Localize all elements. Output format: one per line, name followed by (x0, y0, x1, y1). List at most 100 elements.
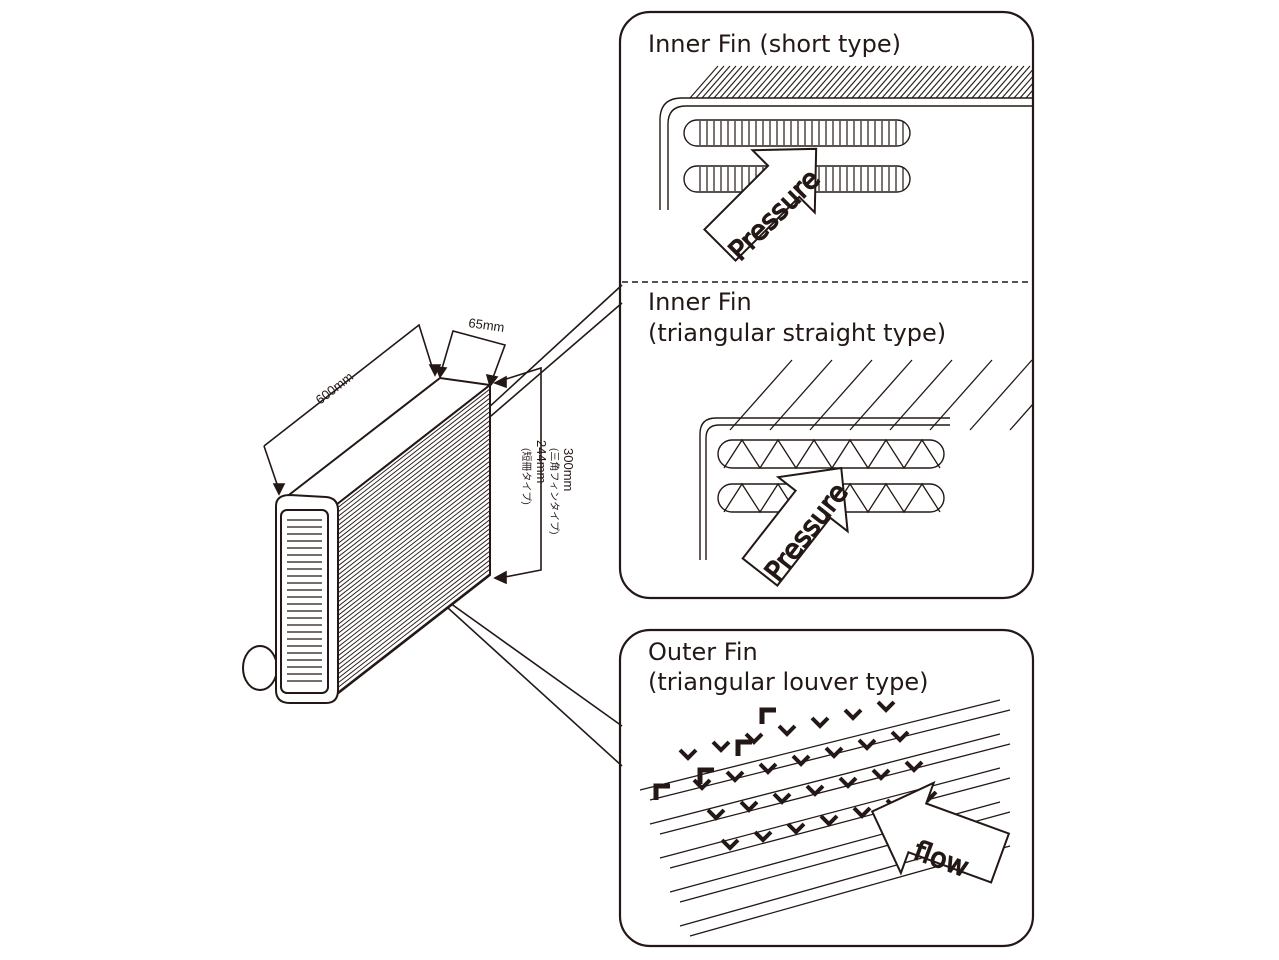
louver-chevron (777, 724, 797, 737)
airflow-arrow-icon (735, 739, 752, 756)
louver-chevron (871, 768, 891, 781)
diagonal-fin (729, 359, 793, 431)
diagonal-fin (929, 359, 993, 431)
core-fin-line (336, 415, 490, 537)
louver-chevron (838, 776, 858, 789)
hatch-line (899, 65, 929, 99)
hatch-line (1038, 66, 1066, 98)
hatch-line (821, 65, 851, 99)
core-fin-line (336, 550, 490, 672)
hatch-line (1013, 65, 1033, 99)
core-fin-line (336, 438, 490, 559)
core-fin-line (336, 465, 490, 586)
core-fin-line (336, 559, 490, 681)
hatch-line (791, 65, 821, 99)
hatch-line (977, 65, 1007, 99)
hatch-line (887, 65, 917, 99)
hatch-line (761, 65, 791, 99)
diagonal-fin (1009, 403, 1033, 431)
inner-short-illustration: Pressure (659, 65, 1066, 268)
dimension-600-line (263, 323, 434, 447)
arrowhead-icon (434, 366, 448, 379)
core-fin-line (336, 442, 490, 564)
louver-chevron (824, 746, 844, 759)
intercooler-core (242, 376, 493, 704)
hatch-line (935, 65, 965, 99)
louver-chevron (786, 822, 806, 835)
louver-chevron (758, 762, 778, 775)
dimension-lines (263, 323, 542, 585)
fin-rail (639, 699, 1001, 791)
pressure-arrow-icon (741, 466, 849, 587)
louver-chevron (692, 778, 712, 791)
hatch-line (857, 65, 887, 99)
core-fin-line (336, 532, 490, 654)
inner-triangular-illustration: Pressure (699, 359, 1033, 588)
dim-height-labels: 300mm (三角フィンタイプ) 244mm (短冊タイプ) (520, 440, 576, 534)
hatch-line (1007, 65, 1033, 99)
core-fin-line (336, 451, 490, 573)
fin-rail (649, 733, 1001, 825)
core-fin-line (336, 487, 490, 609)
core-fin-line (336, 523, 490, 645)
hatch-line (923, 65, 953, 99)
hatch-line (797, 65, 827, 99)
louver-chevron (725, 770, 745, 783)
core-fin-line (336, 460, 490, 582)
core-fin-line (336, 393, 490, 514)
hatch-line (881, 65, 911, 99)
core-fin-line (336, 564, 490, 685)
inner-fin-panel (618, 10, 1035, 600)
core-fin-line (336, 429, 490, 550)
hatch-line (983, 65, 1013, 99)
core-fin-line (336, 397, 490, 519)
hatch-line (725, 65, 755, 99)
core-fin-line (336, 478, 490, 600)
core-fin-line (336, 510, 490, 631)
hatch-line (845, 65, 875, 99)
hatch-line (827, 65, 857, 99)
louver-chevron (810, 716, 830, 729)
hatch-line (695, 65, 725, 99)
hatch-line (743, 65, 773, 99)
hatch-line (1019, 65, 1033, 99)
dimension-600-left (263, 445, 280, 491)
inner-short-title: Inner Fin (short type) (648, 30, 901, 58)
core-fin-line (336, 483, 490, 604)
hatch-line (971, 65, 1001, 99)
diagonal-fin (969, 359, 1033, 431)
outer-louver-title-2: (triangular louver type) (648, 668, 929, 696)
fin-rail (649, 709, 1011, 801)
hatch-line (719, 65, 749, 99)
hatch-line (1001, 65, 1031, 99)
louver-chevron (852, 806, 872, 819)
dim-depth-label: 65mm (468, 315, 506, 335)
core-fin-line (336, 496, 490, 618)
fin-channel (683, 119, 911, 147)
hatch-line (869, 65, 899, 99)
fin-rail (669, 777, 1011, 869)
dim-height-short: 244mm (534, 440, 549, 483)
core-fin-line (336, 514, 490, 636)
inner-triangular-title-2: (triangular straight type) (648, 319, 946, 347)
fin-rail (659, 743, 1011, 835)
hatch-line (959, 65, 989, 99)
fin-rail (659, 767, 1001, 859)
hatch-line (779, 65, 809, 99)
inlet-pipe (242, 645, 278, 691)
tube-outline (667, 105, 1033, 210)
hatch-line (929, 65, 959, 99)
hatch-line (905, 65, 935, 99)
core-fin-line (336, 406, 490, 528)
diagonal-fin (769, 359, 833, 431)
hatch-line (701, 65, 731, 99)
airflow-arrows (653, 707, 776, 800)
core-fin-line (336, 402, 490, 523)
hatch-line (863, 65, 893, 99)
hatch-line (803, 65, 833, 99)
louver-chevron (819, 814, 839, 827)
louver-chevron (744, 732, 764, 745)
louver-chevron (857, 738, 877, 751)
hatch-line (707, 65, 737, 99)
louver-chevron (706, 808, 726, 821)
